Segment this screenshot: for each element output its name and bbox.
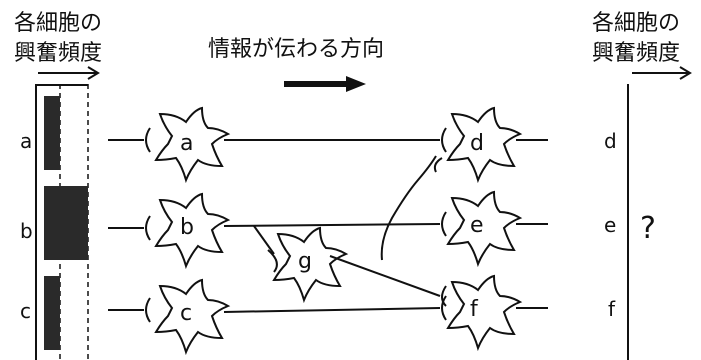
output-label-e: e: [604, 213, 616, 237]
question-mark: ?: [640, 211, 656, 246]
bar-label-c: c: [20, 299, 31, 323]
direction-label: 情報が伝わる方向: [208, 37, 384, 62]
output-label-d: d: [604, 129, 617, 153]
cell-label-b: b: [180, 215, 194, 240]
synaptic-connections: [223, 127, 548, 321]
right-header-line1: 各細胞の: [592, 11, 680, 36]
bar-a: [44, 96, 60, 170]
left-header-line1: 各細胞の: [14, 11, 102, 36]
cell-label-c: c: [180, 301, 192, 326]
bar-label-a: a: [20, 129, 32, 153]
cell-label-e: e: [470, 213, 484, 238]
neuron-f: [447, 275, 521, 349]
bar-label-b: b: [20, 219, 33, 243]
input-fibers: [108, 127, 151, 323]
bar-c: [44, 276, 60, 350]
cell-label-d: d: [470, 131, 484, 156]
cell-label-f: f: [470, 297, 479, 322]
left-header-line2: 興奮頻度: [14, 41, 102, 66]
cell-label-a: a: [180, 131, 193, 156]
right-arrow: [632, 66, 692, 80]
output-label-f: f: [608, 297, 616, 321]
neuron-d: [447, 107, 521, 181]
bar-b: [44, 186, 88, 260]
left-arrow: [38, 66, 100, 80]
neuron-e: [447, 191, 521, 265]
cell-label-g: g: [298, 249, 312, 274]
direction-arrow: [284, 76, 366, 92]
right-header-line2: 興奮頻度: [592, 41, 680, 66]
frequency-bar-column: [35, 84, 89, 360]
